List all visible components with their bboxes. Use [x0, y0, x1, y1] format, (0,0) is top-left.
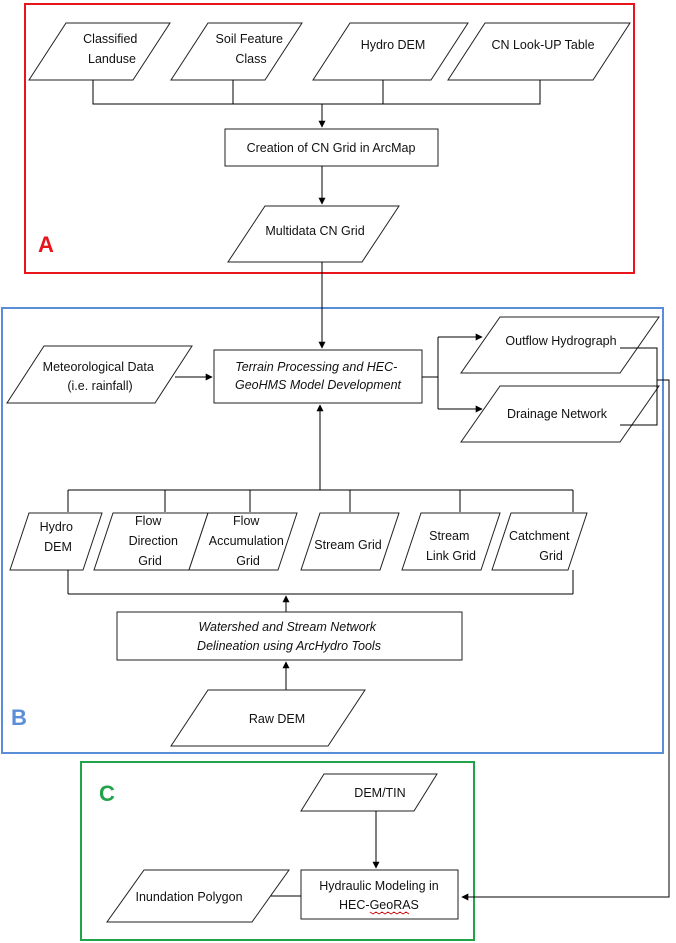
- svg-text:Flow Accumulation Grid: Flow Accumulation Grid: [209, 514, 288, 568]
- cn-grid-creation-box: [224, 128, 439, 167]
- inputs-a-bracket: [92, 80, 541, 105]
- hydraulic-modeling-line-2b: GeoRAS: [370, 898, 419, 912]
- section-b-frame: [1, 307, 664, 754]
- flow-direction-grid-line-3: Grid: [138, 554, 162, 568]
- outputs-to-hydraulic-link: [461, 379, 670, 901]
- watershed-delineation-line-1: Watershed and Stream Network: [198, 620, 376, 634]
- cn-lookup-table-shape: [447, 22, 631, 81]
- raw-dem-shape: [170, 689, 366, 747]
- svg-text:Classified Landuse: Classified Landuse: [83, 32, 141, 66]
- hydro-dem-input-label: Hydro DEM: [361, 38, 426, 52]
- stream-link-grid-shape: [401, 512, 501, 571]
- svg-text:Meteorological Data (i.e.: Meteorological Data (i.e. rainfall): [43, 360, 158, 393]
- flow-direction-grid-line-2: Direction: [129, 534, 178, 548]
- raw-dem-label: Raw DEM: [249, 712, 305, 726]
- cn-grid-creation-label: Creation of CN Grid in ArcMap: [247, 141, 416, 155]
- svg-text:Flow Direction Grid: Flow Direction Grid: [129, 514, 182, 568]
- dem-tin-shape: [300, 773, 438, 812]
- svg-text:Hydraulic Modeling in: Hydraulic Modeling in: [319, 879, 439, 893]
- inundation-polygon-label: Inundation Polygon: [135, 890, 242, 904]
- svg-text:Soil Feature Class: Soil Feature Class: [216, 32, 287, 66]
- flow-accumulation-grid-shape: [188, 512, 298, 571]
- section-c-label: C: [99, 781, 115, 806]
- hydro-dem-grid-shape: [9, 512, 103, 571]
- hydro-dem-grid-line-1: Hydro: [40, 520, 73, 534]
- svg-text:HEC-GeoRAS: HEC-GeoRAS: [339, 898, 419, 912]
- classified-landuse-line-1: Classified: [83, 32, 137, 46]
- hydraulic-modeling-line-2a: HEC-: [339, 898, 370, 912]
- terrain-processing-line-1: Terrain Processing and HEC-: [235, 360, 397, 374]
- classified-landuse-line-2: Landuse: [88, 52, 136, 66]
- section-a-label: A: [38, 232, 54, 257]
- section-b-label: B: [11, 705, 27, 730]
- terrain-processing-box: [213, 349, 423, 404]
- catchment-grid-line-1: Catchment: [509, 529, 570, 543]
- meteorological-data-line-1: Meteorological Data: [43, 360, 154, 374]
- outflow-hydrograph-label: Outflow Hydrograph: [505, 334, 616, 348]
- multidata-cn-grid-shape: [227, 205, 400, 263]
- drainage-network-shape: [460, 385, 660, 443]
- hydraulic-modeling-line-1: Hydraulic Modeling in: [319, 879, 439, 893]
- flow-accumulation-grid-line-3: Grid: [236, 554, 260, 568]
- spellcheck-underline: [369, 911, 410, 915]
- hydro-dem-input-shape: [312, 22, 469, 81]
- hydraulic-modeling-box: [300, 869, 459, 920]
- stream-link-grid-line-2: Link Grid: [426, 549, 476, 563]
- inundation-polygon-shape: [106, 869, 290, 923]
- flow-direction-grid-line-1: Flow: [135, 514, 162, 528]
- cn-lookup-table-label: CN Look-UP Table: [491, 38, 594, 52]
- flow-accumulation-grid-line-2: Accumulation: [209, 534, 284, 548]
- terrain-processing-line-2: GeoHMS Model Development: [235, 378, 402, 392]
- watershed-delineation-box: [116, 611, 463, 661]
- soil-feature-class-line-2: Class: [235, 52, 266, 66]
- meteorological-data-shape: [6, 345, 193, 404]
- stream-grid-label: Stream Grid: [314, 538, 381, 552]
- classified-landuse-shape: [28, 22, 171, 81]
- stream-link-grid-line-1: Stream: [429, 529, 469, 543]
- flow-accumulation-grid-line-1: Flow: [233, 514, 260, 528]
- svg-text:Watershed and Stream Network: Watershed and Stream Network Delineation…: [197, 620, 381, 653]
- section-a-frame: [24, 3, 635, 274]
- svg-text:Hydro DEM: Hydro DEM: [40, 520, 77, 554]
- outflow-hydrograph-shape: [460, 316, 660, 374]
- section-c-frame: [80, 761, 475, 941]
- outputs-right-bracket: [620, 347, 658, 426]
- hydro-dem-grid-line-2: DEM: [44, 540, 72, 554]
- soil-feature-class-line-1: Soil Feature: [216, 32, 283, 46]
- soil-feature-class-shape: [170, 22, 303, 81]
- multidata-cn-grid-label: Multidata CN Grid: [265, 224, 364, 238]
- stream-grid-shape: [300, 512, 400, 571]
- svg-text:Catchment Grid: Catchment Grid: [509, 529, 573, 563]
- catchment-grid-line-2: Grid: [539, 549, 563, 563]
- meteorological-data-line-2: (i.e. rainfall): [67, 379, 132, 393]
- svg-text:Terrain Processing and HEC-: Terrain Processing and HEC- GeoHMS Model…: [235, 360, 402, 392]
- dem-tin-label: DEM/TIN: [354, 786, 405, 800]
- watershed-delineation-line-2: Delineation using ArcHydro Tools: [197, 639, 381, 653]
- svg-text:Stream Link Grid: Stream Link Grid: [426, 529, 476, 563]
- catchment-grid-shape: [491, 512, 588, 571]
- drainage-network-label: Drainage Network: [507, 407, 608, 421]
